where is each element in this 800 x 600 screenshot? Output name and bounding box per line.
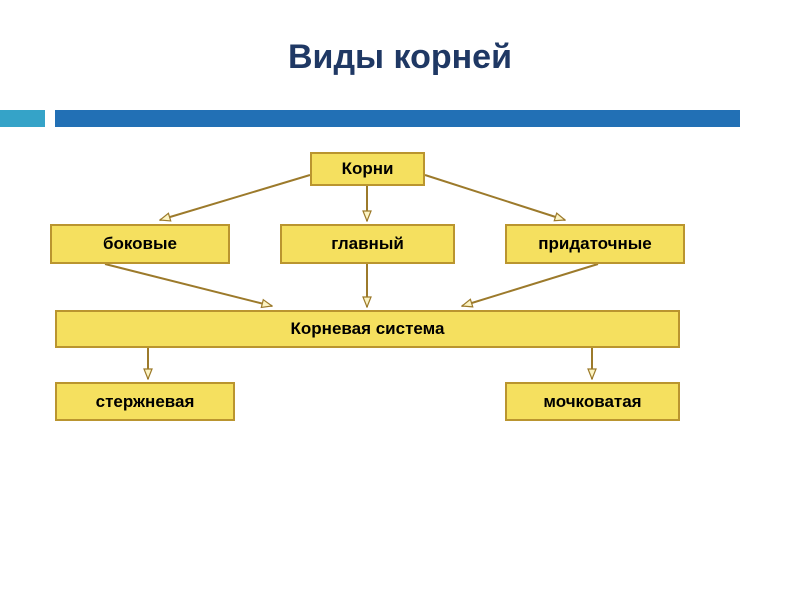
node-kornevaya-sistema: Корневая система <box>55 310 680 348</box>
node-sterzhnevaya: стержневая <box>55 382 235 421</box>
node-mochkovataya: мочковатая <box>505 382 680 421</box>
edge-pridatochnye-kornevaya <box>462 263 599 306</box>
edge-bokovye-kornevaya <box>104 263 272 306</box>
node-korni: Корни <box>310 152 425 186</box>
edge-korni-pridatochnye <box>424 174 565 220</box>
node-pridatochnye: придаточные <box>505 224 685 264</box>
edge-korni-bokovye <box>160 174 311 220</box>
node-glavny: главный <box>280 224 455 264</box>
title-divider-bar <box>55 110 740 127</box>
title-divider-accent <box>0 110 45 127</box>
node-bokovye: боковые <box>50 224 230 264</box>
slide-title: Виды корней <box>288 38 512 76</box>
